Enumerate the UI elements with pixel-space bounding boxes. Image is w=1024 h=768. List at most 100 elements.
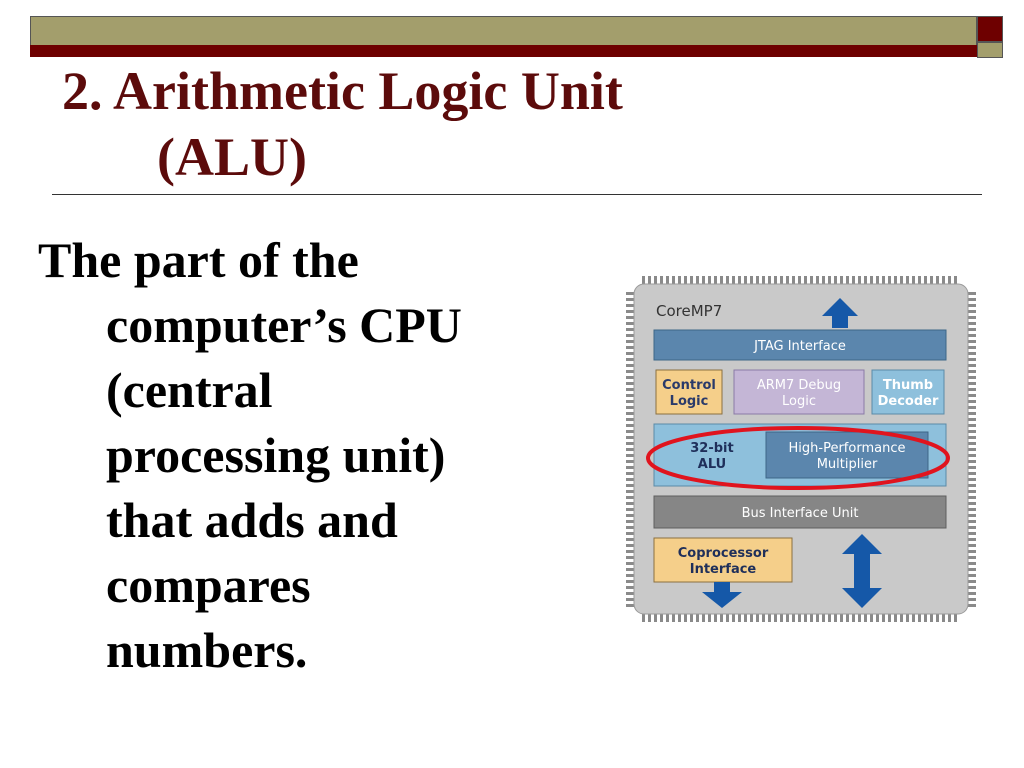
chip-pin xyxy=(626,490,634,493)
chip-pin xyxy=(846,276,849,284)
chip-pin xyxy=(626,580,634,583)
chip-pin xyxy=(968,400,976,403)
chip-pin xyxy=(626,388,634,391)
chip-pin xyxy=(626,328,634,331)
chip-pin xyxy=(626,418,634,421)
chip-pin xyxy=(684,614,687,622)
chip-pin xyxy=(968,460,976,463)
title-line-2: (ALU) xyxy=(157,127,307,187)
chip-pin xyxy=(968,352,976,355)
chip-pin xyxy=(626,592,634,595)
chip-pin xyxy=(968,310,976,313)
slide-title: 2. Arithmetic Logic Unit (ALU) xyxy=(62,58,962,190)
chip-label: CoreMP7 xyxy=(656,302,722,320)
chip-pin xyxy=(864,614,867,622)
arm7-debug-block xyxy=(733,369,865,415)
chip-pin xyxy=(626,316,634,319)
chip-pin xyxy=(968,574,976,577)
chip-pin xyxy=(756,614,759,622)
chip-pin xyxy=(626,436,634,439)
chip-pin xyxy=(864,276,867,284)
chip-pin xyxy=(828,614,831,622)
coprocessor-label-1: Coprocessor xyxy=(678,546,769,561)
chip-pin xyxy=(798,276,801,284)
chip-pin xyxy=(894,276,897,284)
chip-pin xyxy=(744,276,747,284)
chip-pin xyxy=(714,614,717,622)
multiplier-label-1: High-Performance xyxy=(789,441,906,456)
chip-pin xyxy=(626,574,634,577)
chip-pin xyxy=(626,370,634,373)
chip-pin xyxy=(750,276,753,284)
chip-pin xyxy=(702,276,705,284)
chip-pin xyxy=(678,614,681,622)
chip-pin xyxy=(968,466,976,469)
chip-pin xyxy=(912,276,915,284)
chip-pin xyxy=(882,614,885,622)
chip-pin xyxy=(936,614,939,622)
bus-interface-block xyxy=(653,495,947,529)
chip-pin xyxy=(626,568,634,571)
chip-pin xyxy=(948,614,951,622)
chip-pin xyxy=(968,346,976,349)
alu-label-2: ALU xyxy=(698,457,726,472)
chip-pin xyxy=(626,604,634,607)
jtag-block xyxy=(653,329,947,361)
chip-pin xyxy=(626,526,634,529)
chip-pin xyxy=(930,614,933,622)
chip-pin xyxy=(626,412,634,415)
chip-pin xyxy=(918,276,921,284)
chip-pin xyxy=(690,276,693,284)
chip-pin xyxy=(732,276,735,284)
chip-pin xyxy=(626,502,634,505)
chip-pin xyxy=(968,478,976,481)
chip-pin xyxy=(846,614,849,622)
chip-pin xyxy=(834,276,837,284)
chip-pin xyxy=(968,364,976,367)
chip-pin xyxy=(968,568,976,571)
chip-pin xyxy=(968,544,976,547)
chip-pin xyxy=(968,418,976,421)
chip-pin xyxy=(968,598,976,601)
chip-pin xyxy=(968,508,976,511)
chip-pin xyxy=(930,276,933,284)
chip-pin xyxy=(968,454,976,457)
chip-pin xyxy=(840,276,843,284)
chip-pin xyxy=(626,310,634,313)
chip-pin xyxy=(968,370,976,373)
chip-pin xyxy=(968,502,976,505)
corner-square-bottom xyxy=(977,42,1003,58)
chip-pin xyxy=(786,614,789,622)
chip-pin xyxy=(968,388,976,391)
chip-pin xyxy=(894,614,897,622)
chip-pin xyxy=(626,562,634,565)
header-stripe xyxy=(30,45,977,57)
alu-label-1: 32-bit xyxy=(690,441,733,456)
chip-pin xyxy=(968,328,976,331)
chip-pin xyxy=(774,614,777,622)
chip-pin xyxy=(900,276,903,284)
chip-pin xyxy=(792,276,795,284)
chip-pin xyxy=(906,276,909,284)
chip-pin xyxy=(924,276,927,284)
chip-pin xyxy=(626,466,634,469)
chip-pin xyxy=(798,614,801,622)
chip-pin xyxy=(968,424,976,427)
chip-pin xyxy=(968,406,976,409)
chip-pin xyxy=(816,276,819,284)
chip-pin xyxy=(786,276,789,284)
chip-pin xyxy=(666,614,669,622)
chip-pin xyxy=(684,276,687,284)
chip-pin xyxy=(968,322,976,325)
chip-pin xyxy=(968,340,976,343)
chip-pin xyxy=(626,532,634,535)
chip-pin xyxy=(912,614,915,622)
chip-pin xyxy=(702,614,705,622)
chip-pin xyxy=(626,448,634,451)
thumb-decoder-block xyxy=(871,369,945,415)
chip-pin xyxy=(626,460,634,463)
chip-pin xyxy=(968,538,976,541)
chip-pin xyxy=(720,276,723,284)
chip-pin xyxy=(626,400,634,403)
title-line-1: 2. Arithmetic Logic Unit xyxy=(62,61,623,121)
